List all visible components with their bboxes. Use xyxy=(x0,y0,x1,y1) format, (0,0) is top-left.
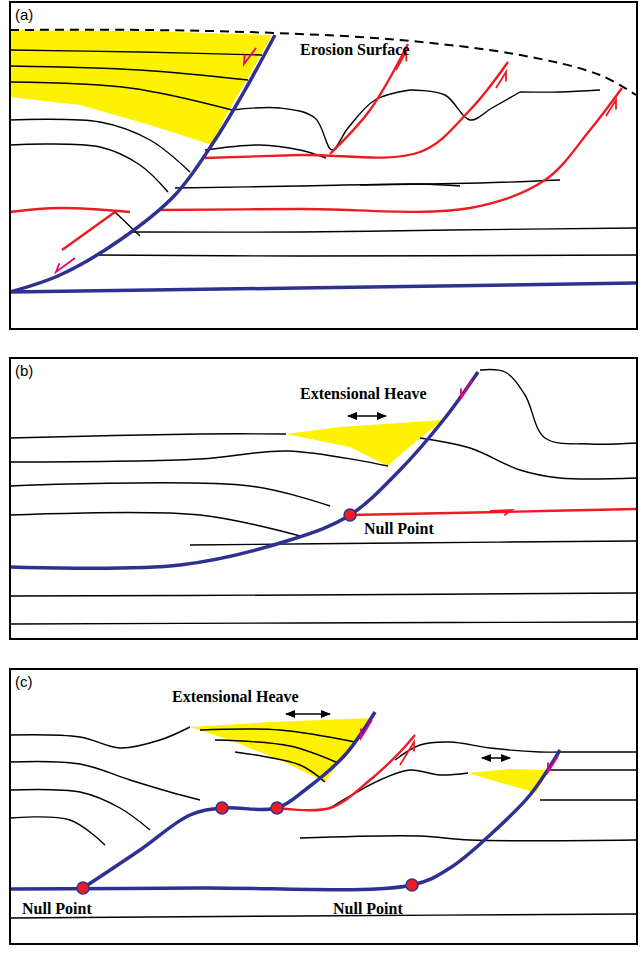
strata-line xyxy=(10,914,636,918)
heave-arrow xyxy=(348,415,386,417)
strata-line xyxy=(360,180,560,185)
strata-line xyxy=(10,727,190,748)
slip-arrow xyxy=(361,720,372,738)
panel-letter: (b) xyxy=(15,362,33,379)
null-point-dot xyxy=(216,802,228,814)
strata-line xyxy=(232,90,410,150)
slip-arrow xyxy=(496,72,506,88)
slip-arrow xyxy=(400,742,414,765)
strata-line xyxy=(10,483,330,506)
panel-frame: (c) xyxy=(9,668,638,945)
heave-label: Extensional Heave xyxy=(300,385,427,403)
panel-letter: (a) xyxy=(15,6,33,23)
strata-line xyxy=(10,434,286,438)
null-point-dot xyxy=(271,802,283,814)
strata-line xyxy=(480,370,636,445)
strata-line xyxy=(10,593,636,596)
thrust-fault xyxy=(330,44,408,154)
thrust-fault xyxy=(205,62,508,158)
strata-line xyxy=(10,50,262,55)
heave-arrow xyxy=(286,713,330,715)
slip-arrow xyxy=(606,100,616,116)
slip-arrow xyxy=(56,258,75,272)
slip-arrow xyxy=(244,48,256,64)
strata-line xyxy=(550,769,636,770)
thrust-fault xyxy=(10,208,130,212)
null-point-label: Null Point xyxy=(22,900,92,918)
strata-line xyxy=(520,90,600,92)
slip-arrow xyxy=(490,510,512,515)
erosion-surface-label: Erosion Surface xyxy=(300,41,409,59)
normal-fault xyxy=(10,372,478,568)
normal-fault xyxy=(10,750,560,890)
thrust-fault xyxy=(160,88,622,212)
heave-label: Extensional Heave xyxy=(172,688,299,706)
strata-line xyxy=(540,799,636,800)
strata-line xyxy=(420,438,636,479)
slip-arrow xyxy=(461,380,472,398)
null-point-label: Null Point xyxy=(333,900,403,918)
strata-line xyxy=(10,513,300,536)
panel-letter: (c) xyxy=(15,673,33,690)
null-point-dot xyxy=(77,882,89,894)
erosion-surface-line xyxy=(10,30,636,95)
heave-arrow xyxy=(482,757,510,759)
strata-line xyxy=(395,742,636,760)
strata-line xyxy=(235,752,325,782)
slip-arrow xyxy=(548,756,558,772)
thrust-fault xyxy=(350,509,636,515)
normal-fault xyxy=(83,712,375,888)
strata-line xyxy=(10,789,150,830)
strata-line xyxy=(95,255,636,256)
syn-rift-wedge xyxy=(10,30,272,145)
strata-line xyxy=(10,622,636,624)
strata-line xyxy=(10,82,232,110)
strata-line xyxy=(10,762,200,800)
syn-rift-wedge xyxy=(286,420,443,466)
null-point-dot xyxy=(344,509,356,521)
normal-fault xyxy=(10,35,275,292)
syn-rift-wedge xyxy=(190,718,372,782)
strata-line xyxy=(10,144,168,192)
thrust-fault xyxy=(277,735,415,810)
null-point-label: Null Point xyxy=(364,520,434,538)
syn-rift-wedge xyxy=(468,769,550,793)
strata-line xyxy=(10,817,105,845)
strata-line xyxy=(10,451,388,466)
strata-line xyxy=(330,770,468,808)
strata-line xyxy=(215,740,338,763)
strata-line xyxy=(130,228,636,232)
normal-fault xyxy=(10,283,636,292)
strata-line xyxy=(190,541,636,545)
strata-line xyxy=(10,66,248,80)
strata-line xyxy=(10,119,190,172)
null-point-dot xyxy=(406,879,418,891)
thrust-fault xyxy=(62,212,115,250)
strata-line xyxy=(300,836,636,841)
